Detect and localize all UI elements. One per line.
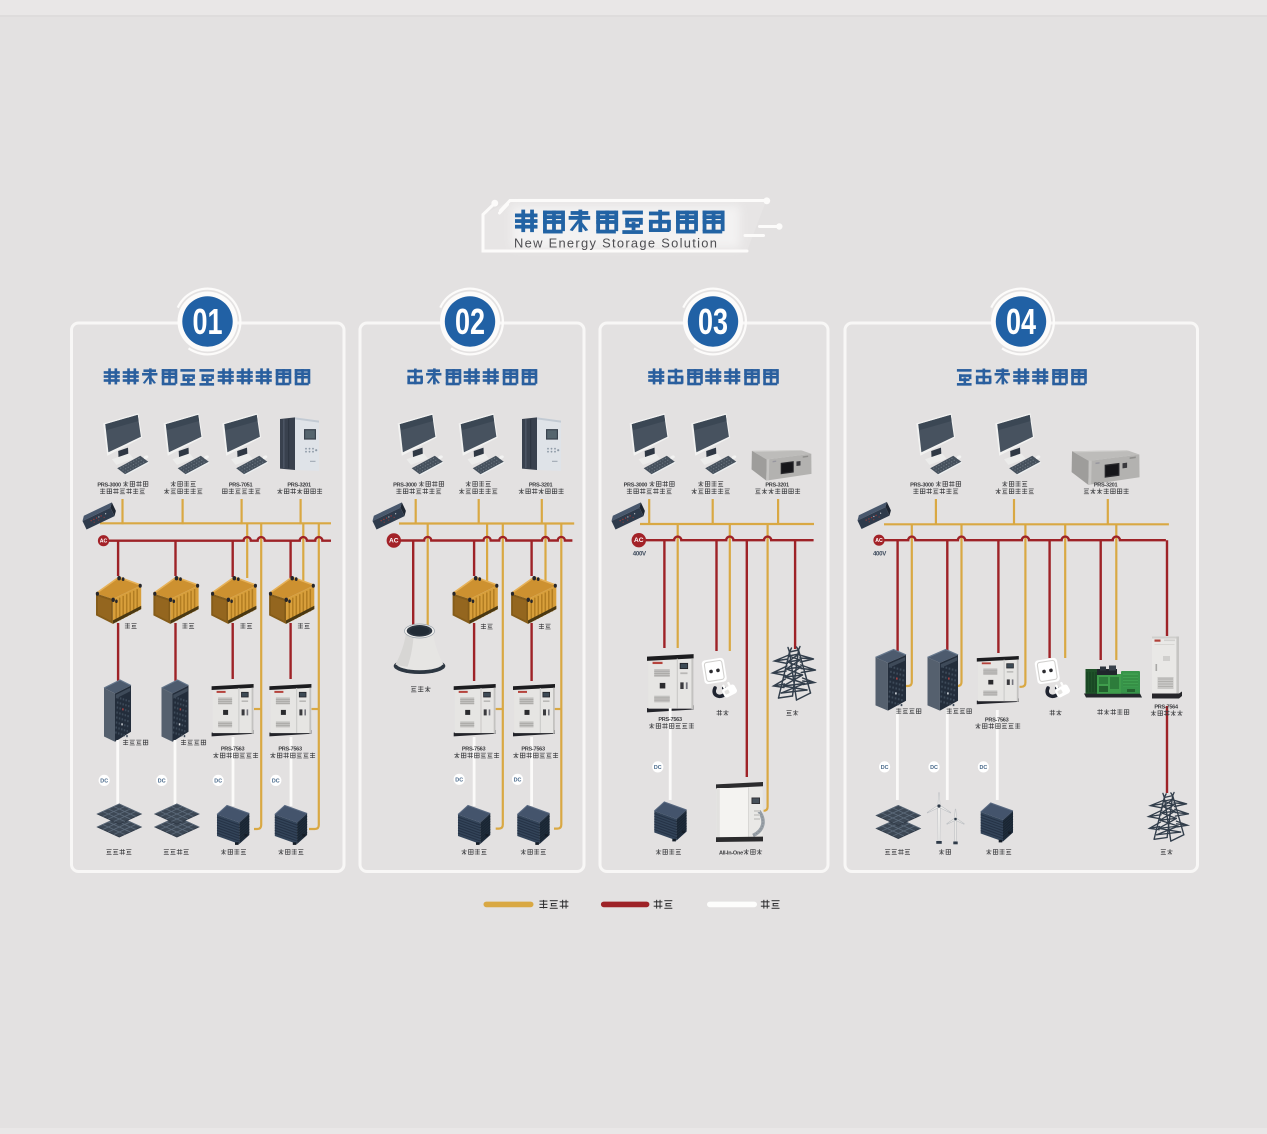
svg-text:PRS-3000: PRS-3000: [910, 483, 934, 489]
svg-text:DC: DC: [158, 778, 166, 784]
svg-text:PRS-7563: PRS-7563: [658, 717, 682, 723]
svg-text:03: 03: [698, 301, 728, 342]
svg-text:New Energy Storage Solution: New Energy Storage Solution: [514, 236, 718, 251]
svg-text:DC: DC: [514, 777, 522, 783]
svg-text:DC: DC: [881, 765, 889, 771]
svg-text:02: 02: [455, 301, 485, 342]
svg-text:400V: 400V: [873, 551, 887, 558]
svg-text:PRS-7563: PRS-7563: [221, 747, 245, 753]
svg-text:DC: DC: [214, 778, 222, 784]
svg-text:PRS-3201: PRS-3201: [765, 483, 789, 489]
svg-text:PRS-7564: PRS-7564: [1154, 704, 1179, 710]
svg-text:PRS-3201: PRS-3201: [529, 483, 553, 489]
svg-text:PRS-7563: PRS-7563: [462, 747, 486, 753]
svg-text:400V: 400V: [633, 551, 647, 558]
svg-text:AC: AC: [100, 539, 108, 545]
svg-text:All-In-One: All-In-One: [719, 851, 743, 857]
svg-text:DC: DC: [980, 765, 988, 771]
svg-text:PRS-7051: PRS-7051: [229, 483, 253, 489]
svg-text:DC: DC: [455, 777, 463, 783]
svg-text:PRS-3000: PRS-3000: [624, 483, 648, 489]
svg-text:AC: AC: [634, 537, 644, 544]
svg-text:PRS-7563: PRS-7563: [521, 747, 545, 753]
svg-text:AC: AC: [875, 538, 883, 544]
svg-text:04: 04: [1006, 301, 1036, 342]
svg-text:DC: DC: [930, 765, 938, 771]
svg-text:PRS-7563: PRS-7563: [985, 718, 1009, 724]
svg-text:PRS-3000: PRS-3000: [97, 483, 121, 489]
svg-text:DC: DC: [100, 778, 108, 784]
svg-text:PRS-7563: PRS-7563: [278, 747, 302, 753]
svg-text:DC: DC: [654, 765, 662, 771]
svg-text:PRS-3000: PRS-3000: [393, 483, 417, 489]
svg-text:PRS-3201: PRS-3201: [287, 483, 311, 489]
svg-text:01: 01: [192, 301, 222, 342]
svg-text:AC: AC: [389, 537, 399, 544]
svg-text:PRS-3201: PRS-3201: [1094, 483, 1118, 489]
svg-text:DC: DC: [272, 778, 280, 784]
